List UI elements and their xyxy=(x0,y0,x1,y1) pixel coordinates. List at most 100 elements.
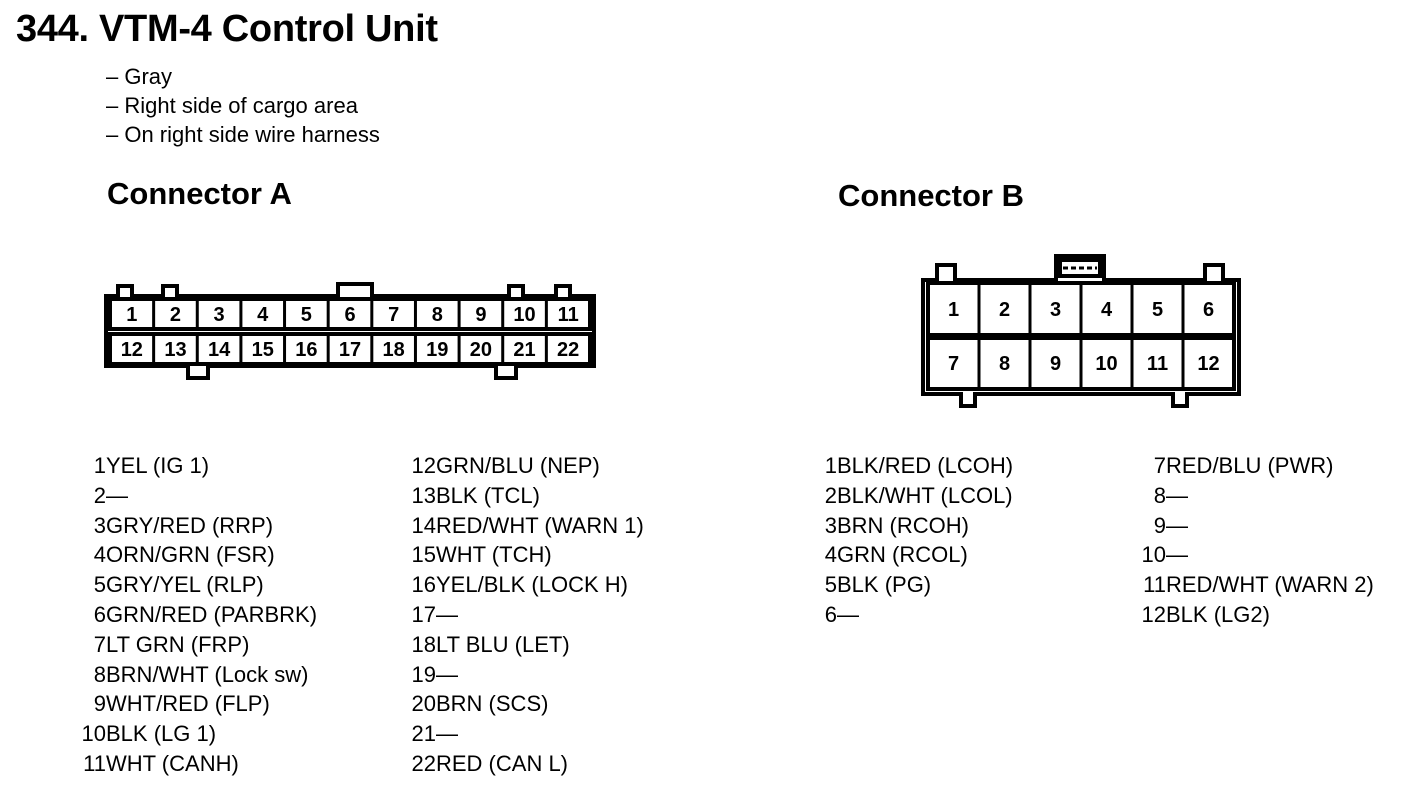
pin-cell-label: 5 xyxy=(301,304,312,326)
pin-number: 19 xyxy=(411,661,436,687)
pin-description: GRN/RED (PARBRK) xyxy=(106,601,318,627)
pin-cell-label: 11 xyxy=(558,304,579,326)
note-color: – Gray xyxy=(106,64,173,89)
connector-a-pin-row: 19— xyxy=(402,660,702,690)
pin-number: 6 xyxy=(824,601,837,627)
pin-cell-label: 9 xyxy=(475,304,486,326)
pin-description: — xyxy=(1166,512,1188,538)
pin-description: — xyxy=(106,482,128,508)
pin-number: 2 xyxy=(93,482,106,508)
page-title: 344. VTM-4 Control Unit xyxy=(16,8,438,50)
pin-description: YEL (IG 1) xyxy=(106,453,210,478)
location-notes: – Gray – Right side of cargo area – On r… xyxy=(106,62,380,149)
pin-description: RED/WHT (WARN 2) xyxy=(1166,572,1374,598)
pin-description: BRN (RCOH) xyxy=(837,512,969,538)
pin-cell-label: 4 xyxy=(257,304,269,326)
pin-description: GRY/RED (RRP) xyxy=(106,512,274,538)
pin-cell-label: 8 xyxy=(999,353,1010,375)
pin-description: WHT (TCH) xyxy=(436,542,552,568)
pin-description: — xyxy=(1166,542,1188,568)
pin-cell-label: 21 xyxy=(513,339,535,361)
pin-cell-label: 3 xyxy=(214,304,225,326)
pin-cell-label: 10 xyxy=(1095,353,1117,375)
pin-number: 9 xyxy=(1153,512,1166,538)
pin-number: 21 xyxy=(411,721,436,747)
pin-description: GRN/BLU (NEP) xyxy=(436,453,600,478)
pin-cell-label: 9 xyxy=(1050,353,1061,375)
pin-description: BLK/RED (LCOH) xyxy=(837,453,1014,478)
pin-cell-label: 10 xyxy=(513,304,535,326)
pin-description: RED/BLU (PWR) xyxy=(1166,453,1334,478)
connector-b-pin-row: 6— xyxy=(803,600,1103,630)
pin-number: 11 xyxy=(83,750,106,776)
pin-cell-label: 14 xyxy=(208,339,231,361)
pin-description: — xyxy=(436,721,458,747)
pin-cell-label: 4 xyxy=(1101,299,1113,321)
pin-description: WHT/RED (FLP) xyxy=(106,691,270,717)
pin-cell-label: 3 xyxy=(1050,299,1061,321)
pin-cell-label: 11 xyxy=(1147,353,1168,375)
pin-cell-label: 17 xyxy=(339,339,361,361)
pin-number: 1 xyxy=(93,453,106,478)
pin-description: BLK/WHT (LCOL) xyxy=(837,482,1013,508)
pin-number: 3 xyxy=(93,512,106,538)
pin-description: — xyxy=(1166,482,1188,508)
pin-description: ORN/GRN (FSR) xyxy=(106,542,275,568)
pin-number: 18 xyxy=(411,631,436,657)
connector-b-pin-row: 10— xyxy=(1132,540,1402,570)
pin-number: 14 xyxy=(411,512,436,538)
pin-description: BLK (PG) xyxy=(837,572,932,598)
connector-a-pin-row: 17— xyxy=(402,600,702,630)
pin-number: 9 xyxy=(93,691,106,717)
pin-number: 13 xyxy=(411,482,436,508)
note-location: – Right side of cargo area xyxy=(106,93,358,118)
connector-a-heading: Connector A xyxy=(107,176,292,211)
pin-number: 5 xyxy=(824,572,837,598)
pin-number: 16 xyxy=(411,572,436,598)
pin-description: RED (CAN L) xyxy=(436,750,569,776)
pin-description: LT BLU (LET) xyxy=(436,631,570,657)
pin-cell-label: 1 xyxy=(126,304,137,326)
pin-cell-label: 2 xyxy=(999,299,1010,321)
pin-description: BLK (TCL) xyxy=(436,482,540,508)
pin-description: — xyxy=(436,661,458,687)
pin-cell-label: 6 xyxy=(344,304,355,326)
note-harness: – On right side wire harness xyxy=(106,122,380,147)
pin-description: — xyxy=(837,601,859,627)
pin-number: 20 xyxy=(411,691,436,717)
pin-number: 2 xyxy=(824,482,837,508)
pin-number: 12 xyxy=(1141,601,1166,627)
pin-description: BLK (LG2) xyxy=(1166,601,1270,627)
pin-number: 10 xyxy=(1141,542,1166,568)
pin-number: 7 xyxy=(1153,453,1166,478)
pin-cell-label: 8 xyxy=(432,304,443,326)
pin-number: 1 xyxy=(824,453,837,478)
pin-number: 10 xyxy=(81,721,106,747)
pin-number: 17 xyxy=(411,601,436,627)
pin-cell-label: 5 xyxy=(1152,299,1163,321)
